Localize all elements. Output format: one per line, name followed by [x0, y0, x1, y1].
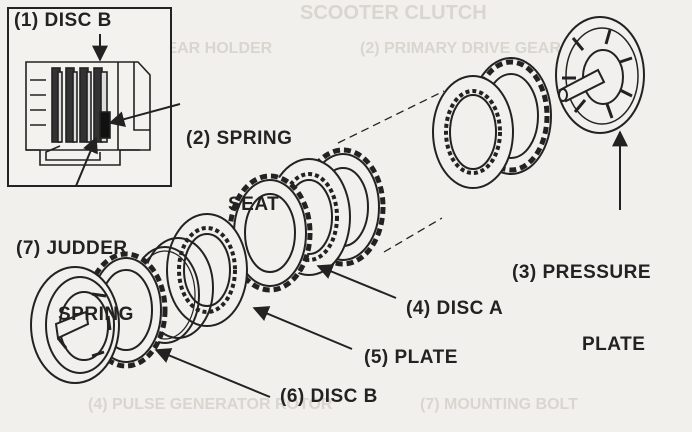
spring-seat-label-line2: SEAT [228, 194, 280, 215]
disc-b-inset-label: (1) DISC B [14, 10, 112, 31]
show-through-top-title: SCOOTER CLUTCH [300, 2, 487, 24]
plate-upper [432, 75, 514, 189]
show-through-mounting: (7) MOUNTING BOLT [420, 396, 578, 413]
spring-seat-label-line1: (2) SPRING [186, 128, 293, 149]
pressure-plate-label-line1: (3) PRESSURE [512, 262, 652, 283]
spring-seat-label: (2) SPRING SEAT [186, 84, 292, 238]
clutch-outer [30, 266, 120, 384]
pressure-plate-label-line2: PLATE [582, 334, 646, 355]
judder-spring-leader [75, 136, 98, 187]
spring-seat-leader [108, 103, 181, 127]
inset-detail [7, 7, 181, 187]
alignment-lines [337, 90, 445, 253]
plate-label: (5) PLATE [364, 347, 458, 368]
inset-cross-section [25, 61, 151, 166]
pressure-plate [555, 16, 645, 134]
disc-b-label: (6) DISC B [280, 386, 378, 407]
plate-lower [166, 213, 248, 327]
plate-arrow [252, 306, 353, 350]
judder-spring-label: (7) JUDDER SPRING [16, 194, 134, 348]
disc-a-arrow [316, 264, 397, 299]
show-through-primary: (2) PRIMARY DRIVE GEAR [360, 40, 561, 57]
show-through-pulse: (4) PULSE GENERATOR ROTOR [88, 396, 333, 413]
judder-spring-label-line2: SPRING [58, 304, 134, 325]
disc-a-lower [227, 173, 313, 293]
judder-spring-label-line1: (7) JUDDER [16, 238, 128, 259]
disc-a-label: (4) DISC A [406, 298, 504, 319]
pressure-plate-label: (3) PRESSURE PLATE [512, 218, 651, 378]
disc-b-arrow [154, 348, 271, 398]
